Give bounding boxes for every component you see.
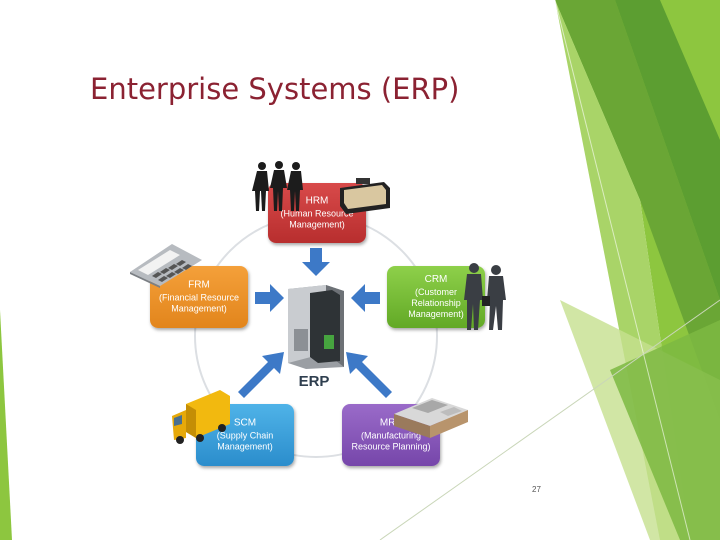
- truck-icon: [172, 390, 230, 444]
- slide-title: Enterprise Systems (ERP): [90, 72, 460, 106]
- module-abbr: CRM: [424, 274, 448, 285]
- module-abbr: SCM: [233, 417, 257, 429]
- arrow-right-icon: [255, 284, 284, 312]
- erp-center-label: ERP: [298, 373, 330, 390]
- module-name: (Manufacturing Resource Planning): [351, 430, 431, 452]
- briefcase-icon: [340, 178, 390, 214]
- server-icon: [288, 285, 344, 369]
- arrow-up-left-icon: [346, 352, 392, 398]
- arrow-icons: [238, 248, 392, 398]
- module-abbr: FRM: [188, 279, 210, 291]
- arrow-left-icon: [351, 284, 380, 312]
- module-name: (Human Resource Management): [280, 208, 354, 230]
- module-abbr: HRM: [305, 195, 329, 207]
- people-icon: [252, 161, 303, 211]
- page-number: 27: [532, 485, 541, 494]
- factory-icon: [394, 398, 468, 438]
- module-name: (Customer Relationship Management): [408, 287, 464, 319]
- frm-module: FRM (Financial Resource Management): [150, 266, 248, 328]
- calculator-icon: [130, 244, 202, 288]
- arrow-down-icon: [302, 248, 330, 276]
- businessmen-icon: [464, 263, 506, 330]
- module-name: (Supply Chain Management): [216, 430, 274, 452]
- arrow-up-right-icon: [238, 352, 284, 398]
- module-abbr: MRP: [379, 417, 403, 429]
- scm-module: SCM (Supply Chain Management): [196, 404, 294, 466]
- module-name: (Financial Resource Management): [158, 292, 240, 314]
